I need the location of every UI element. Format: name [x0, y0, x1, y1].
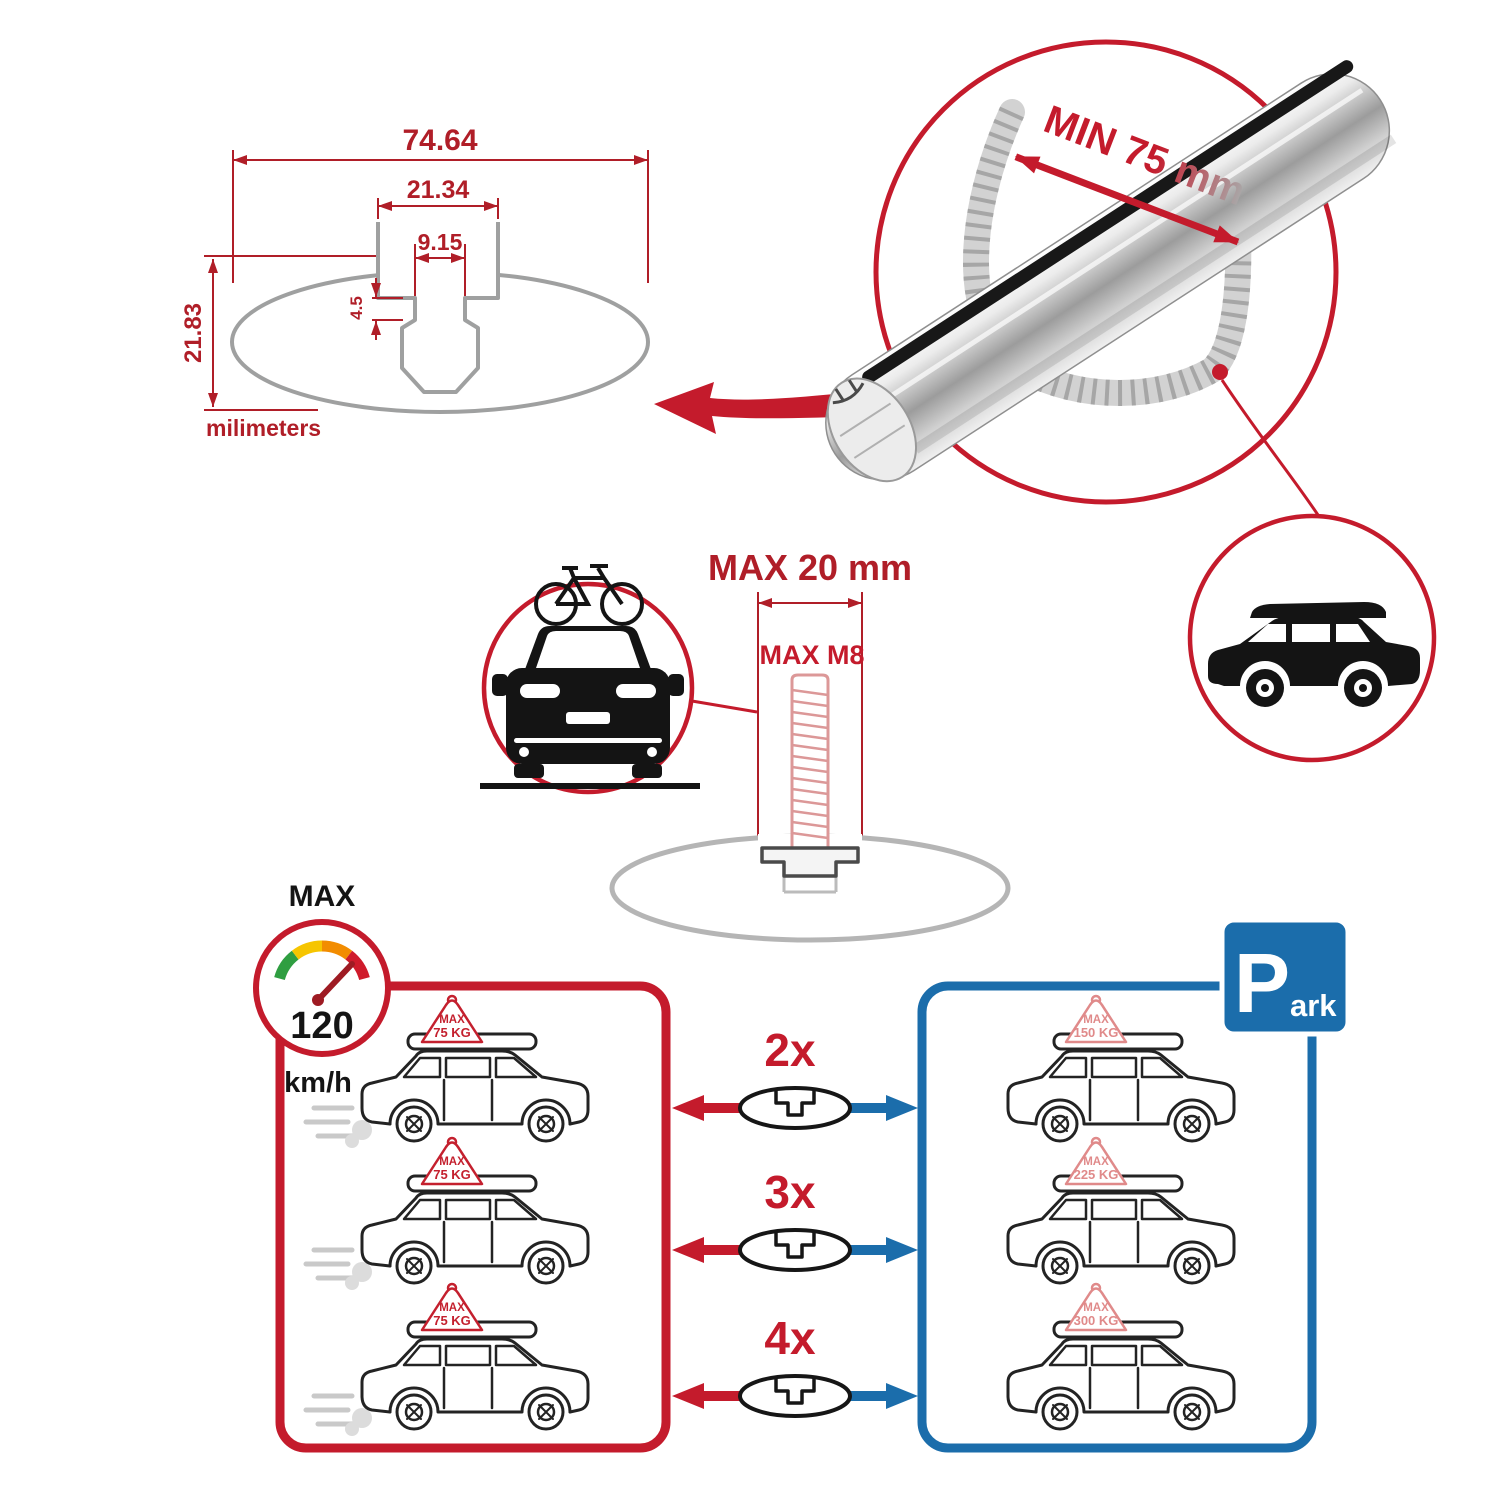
speed-units: km/h [284, 1067, 352, 1099]
crossbar-detail-circle: MIN 75 mm [825, 39, 1397, 505]
driving-cars: MAX 75 KG MAX 75 KG MAX 75 KG [306, 994, 590, 1436]
gauge-needle [315, 961, 355, 1003]
badge-title: MAX [1083, 1014, 1109, 1026]
max-thread-label: MAX M8 [759, 640, 864, 670]
multiplier-label: 4x [764, 1312, 816, 1364]
bar-end-face [826, 377, 918, 483]
load-badge: MAX 150 KG [1064, 994, 1128, 1044]
max-head-width-label: MAX 20 mm [708, 547, 912, 588]
park-sign-suffix: ark [1290, 988, 1337, 1023]
load-badge: MAX 225 KG [1064, 1136, 1128, 1186]
callout-line [685, 698, 758, 714]
park-sign: P ark [1219, 917, 1351, 1037]
dim-overall-height: 21.83 [180, 303, 207, 363]
car-front-icon [492, 626, 684, 778]
speed-value: 120 [290, 1005, 353, 1047]
bolt-diagram: MAX 20 mm MAX M8 [480, 547, 1011, 943]
crossbar-endview-icon [670, 1086, 920, 1130]
speed-max-label: MAX [289, 880, 356, 913]
multiplier-label: 3x [764, 1166, 816, 1218]
cross-section-diagram: 74.64 21.34 9.15 4.5 21.83 milimeters [180, 124, 650, 441]
pointer-arrow [654, 382, 872, 434]
badge-title: MAX [1083, 1156, 1109, 1168]
badge-load: 300 KG [1074, 1313, 1119, 1328]
badge-load: 75 KG [433, 1167, 471, 1182]
badge-load: 225 KG [1074, 1167, 1119, 1182]
badge-title: MAX [439, 1014, 465, 1026]
callout-line [1220, 379, 1322, 519]
speed-gauge: MAX 120 km/h [253, 880, 391, 1099]
suv-roofbox-icon [1208, 602, 1420, 707]
crossbar-endview-icon [670, 1374, 920, 1418]
badge-load: 150 KG [1074, 1025, 1119, 1040]
badge-title: MAX [1083, 1302, 1109, 1314]
dim-overall-width: 74.64 [402, 124, 477, 157]
t-bolt-icon [760, 673, 860, 878]
dim-slot-depth: 4.5 [347, 296, 366, 320]
suv-circle [1187, 513, 1437, 763]
dim-slot-inner-width: 9.15 [418, 229, 463, 255]
dim-slot-outer-width: 21.34 [407, 176, 470, 204]
comparison-section: P ark MAX 120 km/h MAX 75 K [253, 880, 1351, 1453]
dimension-lines [204, 150, 649, 411]
crossbar-endview-icon [670, 1228, 920, 1272]
bar-quantity-connectors: 2x 3x 4x [670, 1024, 920, 1418]
load-badge: MAX 75 KG [420, 1282, 484, 1332]
load-badge: MAX 75 KG [420, 994, 484, 1044]
bicycle-icon [534, 564, 644, 626]
badge-load: 75 KG [433, 1313, 471, 1328]
badge-title: MAX [439, 1302, 465, 1314]
callout-dot [1212, 364, 1228, 380]
load-badge: MAX 75 KG [420, 1136, 484, 1186]
units-label: milimeters [206, 415, 321, 441]
multiplier-label: 2x [764, 1024, 816, 1076]
t-slot-profile [376, 222, 500, 394]
load-badge: MAX 300 KG [1064, 1282, 1128, 1332]
parked-cars: MAX 150 KG MAX 225 KG MAX 300 KG [1006, 994, 1236, 1431]
badge-title: MAX [439, 1156, 465, 1168]
badge-load: 75 KG [433, 1025, 471, 1040]
park-sign-letter: P [1234, 936, 1290, 1030]
aluminium-crossbar-icon [825, 60, 1397, 483]
car-front-circle [480, 564, 700, 795]
